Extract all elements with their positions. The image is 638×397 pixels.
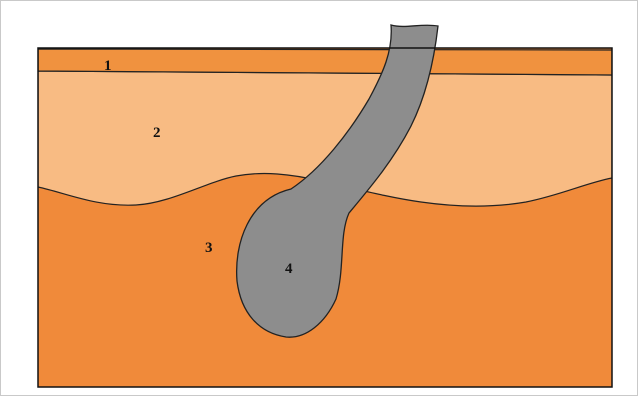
label-layer-3: 3 <box>205 240 213 256</box>
layer-1-region <box>38 49 612 75</box>
label-structure-4: 4 <box>285 261 293 277</box>
label-layer-2: 2 <box>153 125 161 141</box>
label-layer-1: 1 <box>104 58 112 74</box>
